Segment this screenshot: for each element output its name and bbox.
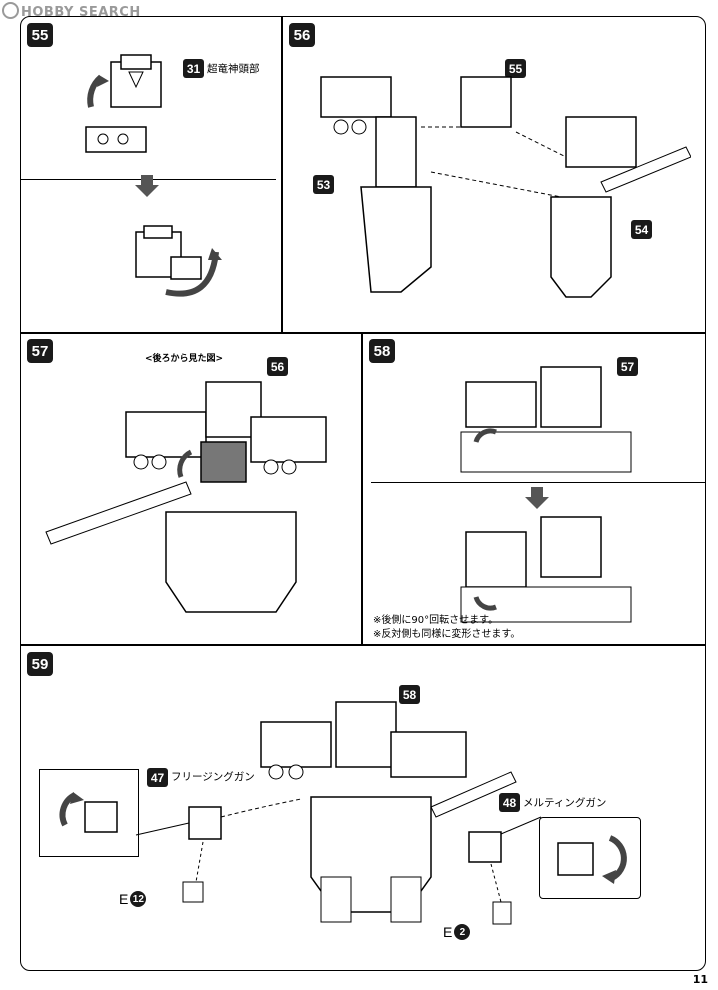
step-59-robot-illustration: [241, 697, 531, 952]
step-59-part-47-label: フリージングガン: [171, 771, 255, 783]
step-55-part-ref: 31: [183, 59, 204, 78]
step-56-ref-54: 54: [631, 220, 652, 239]
step-59-badge: 59: [27, 652, 53, 676]
step-59-part-48-label: メルティングガン: [523, 797, 607, 809]
col-divider-2: [361, 332, 363, 644]
step-59-right-detail-box: [539, 817, 641, 899]
step-59-melting-gun-illustration: [461, 812, 551, 942]
step-59-ref-58: 58: [399, 685, 420, 704]
step-58-ref-57: 57: [617, 357, 638, 376]
step-57-caption: <後ろから見た図>: [145, 354, 224, 364]
step-55-head-result-illustration: [116, 222, 222, 312]
down-arrow-icon: [135, 185, 159, 197]
step-59-left-detail-illustration: [59, 792, 118, 833]
instruction-frame: 55 31 超竜神頭部 56 55 53 54 57 <後: [20, 16, 706, 971]
step-56-ref-53: 53: [313, 175, 334, 194]
step-56-ref-55: 55: [505, 59, 526, 78]
step-57-badge: 57: [27, 339, 53, 363]
step-58-before-illustration: [451, 362, 701, 477]
row-divider-1: [21, 332, 705, 334]
step-58-note-1: ※後側に90°回転させます。: [373, 615, 499, 626]
step-56-badge: 56: [289, 23, 315, 47]
step-55-head-illustration: [61, 47, 181, 157]
page-number: 11: [692, 973, 708, 986]
step-58-after-illustration: [451, 512, 701, 627]
col-divider-1: [281, 17, 283, 332]
step-59-right-detail-illustration: [557, 835, 627, 884]
step-59-part-48: 48: [499, 793, 520, 812]
step-55-part-label: 超竜神頭部: [207, 63, 260, 75]
step-58-arrow-stem: [531, 487, 543, 497]
down-arrow-icon: [525, 497, 549, 509]
step-58-badge: 58: [369, 339, 395, 363]
step-56-assembly-illustration: [311, 47, 691, 317]
step-59-freezing-gun-illustration: [131, 787, 311, 917]
step-58-note-2: ※反対側も同様に変形させます。: [373, 629, 521, 640]
step-59-left-detail-box: [39, 769, 139, 857]
step-55-badge: 55: [27, 23, 53, 47]
step-57-back-view-illustration: [41, 372, 341, 632]
watermark-logo-icon: [2, 2, 19, 19]
step-55-arrow-stem: [141, 175, 153, 185]
row-divider-2: [21, 644, 705, 646]
step-58-inner-divider: [371, 482, 705, 483]
step-59-part-47: 47: [147, 768, 168, 787]
step-57-ref-56: 56: [267, 357, 288, 376]
